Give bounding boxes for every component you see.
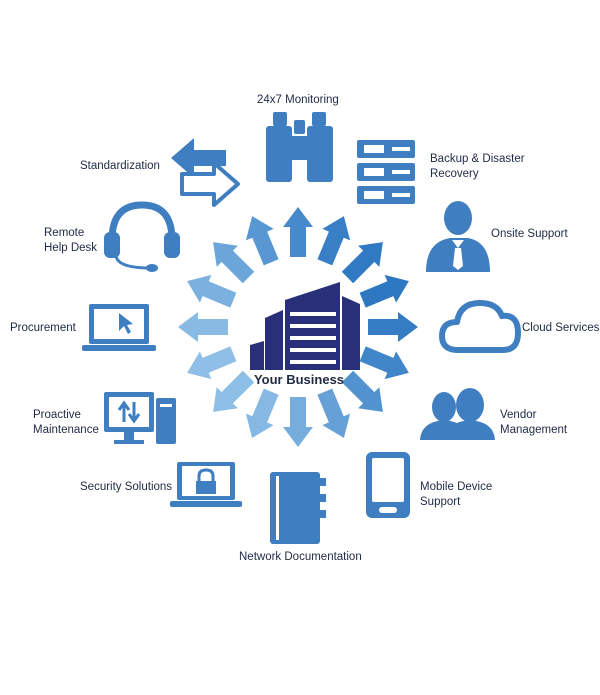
arrow-w	[178, 312, 228, 342]
businessman-icon	[426, 201, 490, 272]
label-backup-line2: Recovery	[430, 168, 479, 180]
arrow-wsw	[187, 346, 237, 380]
label-standardization: Standardization	[80, 160, 160, 172]
label-network-documentation: Network Documentation	[239, 551, 362, 563]
label-proactive-line2: Maintenance	[33, 424, 99, 436]
arrow-s	[283, 397, 313, 447]
arrow-ne	[341, 242, 383, 284]
binoculars-icon	[266, 112, 333, 182]
laptop-lock-icon	[170, 462, 242, 507]
cloud-icon	[439, 300, 521, 353]
arrow-wnw	[187, 274, 237, 308]
label-mobile-line1: Mobile Device	[420, 481, 493, 493]
headset-icon	[104, 201, 180, 272]
arrow-ese	[359, 346, 409, 380]
label-vendor-line1: Vendor	[500, 409, 537, 421]
arrow-ene	[359, 274, 409, 308]
arrows-swap-icon	[171, 138, 240, 207]
label-cloud-services: Cloud Services	[522, 322, 600, 334]
label-remote-line2: Help Desk	[44, 242, 98, 254]
mobile-phone-icon	[366, 452, 410, 518]
label-proactive-line1: Proactive	[33, 409, 81, 421]
arrow-nnw	[245, 216, 279, 266]
arrow-n	[283, 207, 313, 257]
arrow-sw	[213, 370, 255, 412]
building-icon	[250, 282, 360, 370]
label-mobile-line2: Support	[420, 496, 461, 508]
arrow-e	[368, 312, 418, 342]
label-remote-line1: Remote	[44, 227, 85, 239]
laptop-cursor-icon	[82, 304, 156, 351]
computer-maintenance-icon	[104, 392, 176, 444]
center-label: Your Business	[253, 372, 345, 387]
arrow-se	[341, 370, 383, 412]
label-24x7-monitoring: 24x7 Monitoring	[257, 94, 339, 106]
arrow-ssw	[245, 388, 279, 438]
label-security-solutions: Security Solutions	[80, 481, 173, 493]
arrow-ring	[178, 207, 418, 447]
server-rack-icon	[357, 140, 415, 204]
label-onsite-support: Onsite Support	[491, 228, 568, 240]
binder-icon	[270, 472, 326, 544]
arrow-nw	[213, 242, 255, 284]
people-icon	[420, 388, 495, 440]
arrow-nne	[317, 216, 351, 266]
label-vendor-line2: Management	[500, 424, 568, 436]
arrow-sse	[317, 388, 351, 438]
label-procurement: Procurement	[10, 322, 76, 334]
label-backup-line1: Backup & Disaster	[430, 153, 525, 165]
